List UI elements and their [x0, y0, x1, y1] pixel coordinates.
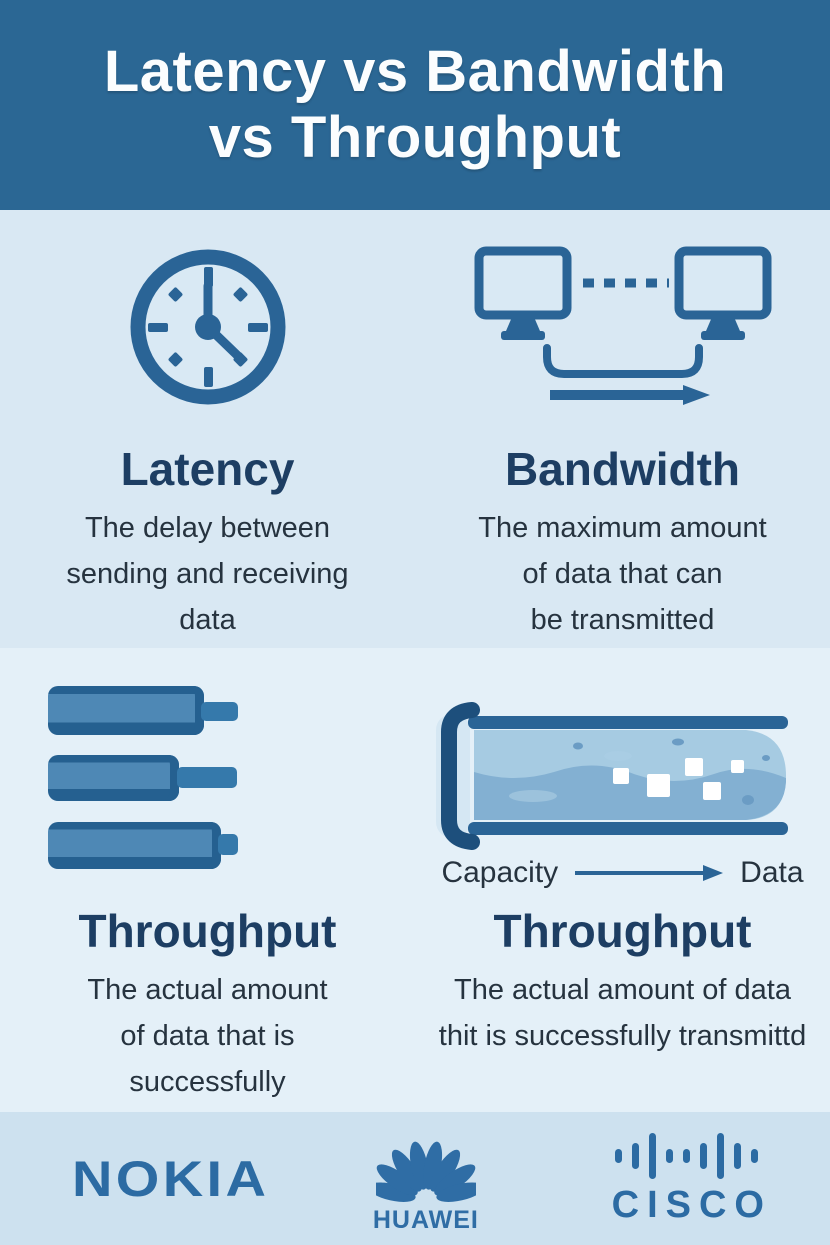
- throughput-bars-icon: [48, 686, 240, 870]
- throughput-bars-description-line: of data that is: [120, 1019, 295, 1052]
- huawei-logo: HUAWEI: [373, 1126, 479, 1235]
- throughput-pipe-description-line: thit is successfully transmittd: [438, 1019, 807, 1052]
- top-section: Latency The delay between sending and re…: [0, 210, 830, 648]
- bandwidth-description-line: The maximum amount: [478, 511, 767, 544]
- title-banner: Latency vs Bandwidth vs Throughput: [0, 0, 830, 210]
- throughput-pipe-heading: Throughput: [493, 905, 752, 957]
- latency-description-line: sending and receiving: [66, 557, 349, 590]
- clock-icon: [130, 249, 285, 405]
- nokia-logo: NOKIA: [72, 1150, 270, 1207]
- cisco-bridge-icon: [614, 1133, 758, 1179]
- throughput-pipe-card: Capacity Data Throughput The actual amou…: [415, 648, 830, 1112]
- cisco-logo: CISCO: [604, 1130, 772, 1227]
- title-line-1: Latency vs Bandwidth: [103, 39, 727, 104]
- data-pipe-icon: [435, 702, 788, 850]
- throughput-pipe-media: Capacity Data: [415, 648, 830, 906]
- throughput-bars-media: [0, 648, 415, 906]
- throughput-bars-description-line: successfully: [129, 1065, 286, 1098]
- bottom-section: Throughput The actual amount of data tha…: [0, 648, 830, 1112]
- bandwidth-description-line: be transmitted: [530, 603, 715, 636]
- capacity-to-data-arrow-icon: [575, 865, 724, 881]
- throughput-bars-description-line: The actual amount: [87, 973, 328, 1006]
- throughput-pipe-description-line: The actual amount of data: [454, 973, 791, 1006]
- linked-monitors-icon: [474, 246, 771, 405]
- latency-heading: Latency: [120, 443, 295, 495]
- throughput-pipe-description: The actual amount of data thit is succes…: [439, 967, 806, 1059]
- bandwidth-description: The maximum amount of data that can be t…: [478, 505, 767, 643]
- latency-description-line: data: [179, 603, 236, 636]
- latency-card: Latency The delay between sending and re…: [0, 210, 415, 648]
- cisco-wordmark: CISCO: [611, 1184, 772, 1226]
- throughput-bars-card: Throughput The actual amount of data tha…: [0, 648, 415, 1112]
- data-label: Data: [740, 856, 804, 889]
- footer-logos: NOKIA HUAWEI: [0, 1112, 830, 1245]
- latency-media: [125, 210, 291, 444]
- huawei-flower-icon: [375, 1141, 476, 1202]
- latency-description: The delay between sending and receiving …: [66, 505, 348, 643]
- throughput-bars-description: The actual amount of data that is succes…: [87, 967, 327, 1105]
- bandwidth-media: [473, 210, 773, 444]
- huawei-wordmark: HUAWEI: [372, 1206, 479, 1234]
- pipe-caption: Capacity Data: [415, 856, 830, 890]
- bandwidth-card: Bandwidth The maximum amount of data tha…: [415, 210, 830, 648]
- throughput-bars-heading: Throughput: [78, 905, 337, 957]
- title-line-2: vs Throughput: [208, 105, 622, 170]
- capacity-label: Capacity: [441, 856, 559, 889]
- bandwidth-heading: Bandwidth: [504, 443, 741, 495]
- latency-description-line: The delay between: [84, 511, 331, 544]
- bandwidth-description-line: of data that can: [522, 557, 723, 590]
